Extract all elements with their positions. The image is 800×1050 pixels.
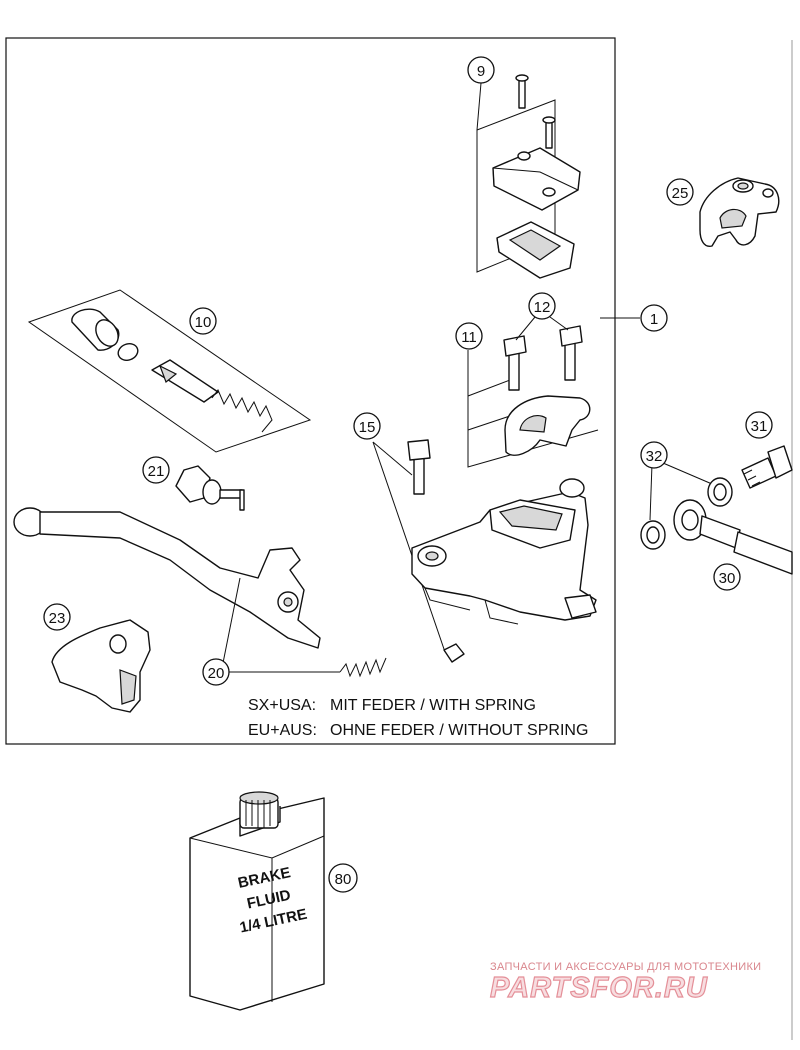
assembly-frame — [5, 37, 616, 745]
callout-label: 31 — [751, 418, 768, 435]
watermark-subtitle: ЗАПЧАСТИ И АКСЕССУАРЫ ДЛЯ МОТОТЕХНИКИ — [490, 961, 761, 973]
part-reservoir-cover[interactable] — [476, 74, 581, 279]
note-1-text: MIT FEDER / WITH SPRING — [330, 697, 536, 714]
callout-1[interactable]: 1 — [640, 304, 668, 332]
part-clamp-assembly-11-12[interactable] — [467, 325, 599, 468]
callout-80[interactable]: 80 — [328, 863, 358, 893]
callout-label: 20 — [208, 665, 225, 682]
callout-label: 32 — [646, 448, 663, 465]
note-1-code: SX+USA: — [248, 697, 316, 714]
callout-label: 25 — [672, 185, 689, 202]
callout-label: 9 — [477, 63, 485, 80]
part-lever-guard-23[interactable] — [51, 619, 151, 713]
part-handlebar-clamp-25[interactable] — [699, 177, 780, 247]
callout-25[interactable]: 25 — [666, 178, 694, 206]
watermark: ЗАПЧАСТИ И АКСЕССУАРЫ ДЛЯ МОТОТЕХНИКИ PA… — [489, 961, 761, 1005]
callout-10[interactable]: 10 — [189, 307, 217, 335]
callout-label: 1 — [650, 311, 658, 328]
callout-20[interactable]: 20 — [202, 658, 230, 686]
note-2-code: EU+AUS: — [248, 722, 317, 739]
callout-label: 11 — [461, 329, 477, 346]
watermark-logo: PARTSFOR.RU — [490, 972, 708, 1004]
callout-32[interactable]: 32 — [640, 441, 668, 469]
brake-fluid-can[interactable]: BRAKE FLUID 1/4 LITRE — [189, 791, 325, 1011]
part-piston-kit[interactable] — [27, 289, 312, 453]
callout-23[interactable]: 23 — [43, 603, 71, 631]
callout-11[interactable]: 11 — [455, 322, 483, 350]
callout-label: 15 — [359, 419, 376, 436]
callout-label: 12 — [534, 299, 551, 316]
callout-label: 21 — [148, 463, 165, 480]
part-pivot-bolt-15[interactable] — [372, 439, 465, 663]
part-master-cylinder-1[interactable] — [411, 317, 640, 625]
spring-notes: SX+USA: MIT FEDER / WITH SPRING EU+AUS: … — [248, 697, 588, 739]
callout-30[interactable]: 30 — [713, 563, 741, 591]
part-hand-lever[interactable] — [13, 507, 321, 669]
callout-label: 30 — [719, 570, 736, 587]
part-brake-line-30[interactable] — [673, 499, 793, 575]
callout-31[interactable]: 31 — [745, 411, 773, 439]
callout-label: 80 — [335, 871, 352, 888]
note-2-text: OHNE FEDER / WITHOUT SPRING — [330, 722, 588, 739]
part-spring-20[interactable] — [222, 657, 387, 678]
callout-21[interactable]: 21 — [142, 456, 170, 484]
part-sealing-washers-32[interactable] — [640, 459, 733, 550]
part-banjo-bolt-31[interactable] — [741, 445, 793, 489]
callout-9[interactable]: 9 — [467, 56, 495, 131]
callout-label: 10 — [195, 314, 212, 331]
part-adjuster-21[interactable] — [175, 465, 245, 511]
callout-label: 23 — [49, 610, 66, 627]
callout-15[interactable]: 15 — [353, 412, 381, 440]
callout-12[interactable]: 12 — [515, 292, 569, 341]
